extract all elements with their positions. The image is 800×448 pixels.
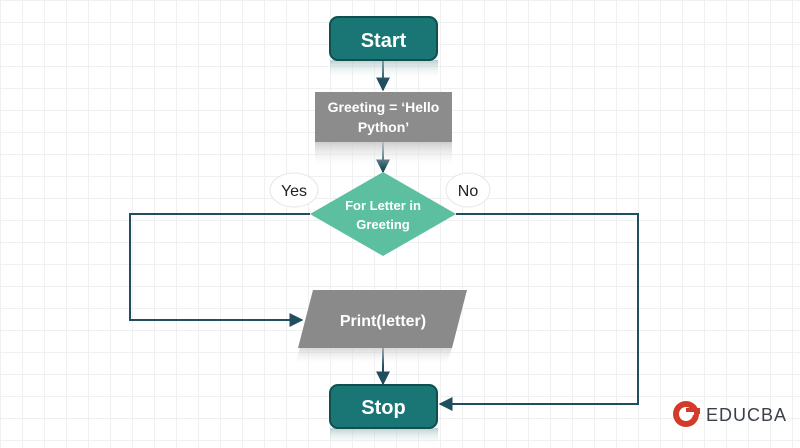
yes-label: Yes bbox=[281, 183, 307, 200]
arrow-yes-to-print bbox=[129, 213, 310, 327]
print-node: Print(letter) bbox=[294, 290, 467, 366]
decision-node: For Letter in Greeting bbox=[310, 172, 456, 257]
stop-label: Stop bbox=[361, 397, 405, 419]
yes-branch-label: Yes bbox=[269, 172, 319, 208]
educba-logo-icon bbox=[673, 401, 700, 427]
no-branch-label: No bbox=[445, 172, 491, 208]
start-node: Start bbox=[329, 16, 438, 80]
decision-label-line1: For Letter in bbox=[345, 198, 421, 213]
assign-label-line2: Python’ bbox=[358, 119, 409, 135]
assign-label-line1: Greeting = ‘Hello bbox=[328, 99, 440, 115]
start-label: Start bbox=[361, 30, 407, 52]
no-label: No bbox=[458, 183, 479, 200]
stop-node: Stop bbox=[329, 384, 438, 446]
arrow-no-to-stop bbox=[438, 213, 639, 411]
print-label: Print(letter) bbox=[340, 313, 426, 330]
decision-label-line2: Greeting bbox=[356, 217, 410, 232]
brand-name: EDUCBA bbox=[706, 405, 787, 425]
assign-node: Greeting = ‘Hello Python’ bbox=[315, 92, 452, 168]
brand-watermark: EDUCBA bbox=[673, 401, 787, 427]
